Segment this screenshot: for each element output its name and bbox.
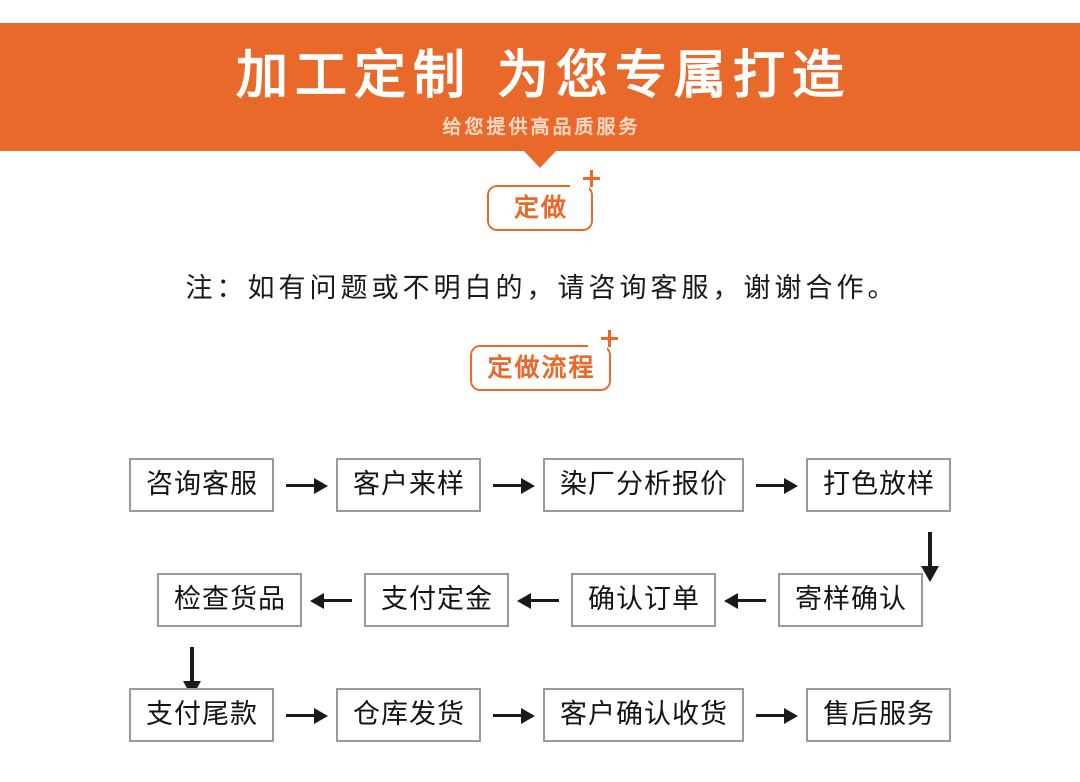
banner-subtitle: 给您提供高品质服务 (442, 116, 641, 138)
plus-icon (600, 329, 620, 349)
section-badge-process: 定做流程 (470, 330, 618, 391)
section-badge-process-label: 定做流程 (487, 353, 596, 382)
arrow-right-icon (744, 688, 806, 742)
flow-node: 售后服务 (806, 688, 951, 742)
triangle-down-icon (524, 151, 556, 168)
badge-notch-gap (588, 341, 607, 353)
flow-row: 检查货品 支付定金 确认订单 寄样确认 (0, 573, 1080, 627)
section-badge-custom-label: 定做 (513, 193, 568, 222)
banner-title: 加工定制 为您专属打造 (235, 46, 852, 106)
flow-node: 咨询客服 (129, 458, 274, 512)
arrow-left-icon (716, 573, 778, 627)
flow-node: 支付定金 (364, 573, 509, 627)
process-flowchart: 咨询客服 客户来样 染厂分析报价 打色放样 检查货品 支付定金 确认订单 寄样确… (0, 440, 1080, 760)
flow-row: 咨询客服 客户来样 染厂分析报价 打色放样 (0, 458, 1080, 512)
flow-node: 确认订单 (571, 573, 716, 627)
badge-outline (487, 185, 593, 231)
flow-node: 仓库发货 (336, 688, 481, 742)
arrow-down-icon (915, 530, 945, 586)
flow-node: 客户来样 (336, 458, 481, 512)
flow-node: 检查货品 (157, 573, 302, 627)
flow-node: 客户确认收货 (543, 688, 744, 742)
header-banner: 加工定制 为您专属打造 给您提供高品质服务 (0, 23, 1080, 168)
flow-node: 打色放样 (806, 458, 951, 512)
flow-row: 支付尾款 仓库发货 客户确认收货 售后服务 (0, 688, 1080, 742)
arrow-left-icon (302, 573, 364, 627)
banner-background: 加工定制 为您专属打造 给您提供高品质服务 (0, 23, 1080, 151)
badge-outline (470, 345, 611, 391)
flow-node: 染厂分析报价 (543, 458, 744, 512)
badge-notch-gap (570, 181, 589, 193)
arrow-right-icon (481, 688, 543, 742)
section-badge-custom: 定做 (487, 170, 600, 231)
arrow-right-icon (274, 688, 336, 742)
flow-node: 寄样确认 (778, 573, 923, 627)
arrow-right-icon (274, 458, 336, 512)
arrow-right-icon (744, 458, 806, 512)
arrow-left-icon (509, 573, 571, 627)
arrow-right-icon (481, 458, 543, 512)
note-text: 注：如有问题或不明白的，请咨询客服，谢谢合作。 (185, 273, 899, 304)
plus-icon (582, 169, 602, 189)
flow-node: 支付尾款 (129, 688, 274, 742)
